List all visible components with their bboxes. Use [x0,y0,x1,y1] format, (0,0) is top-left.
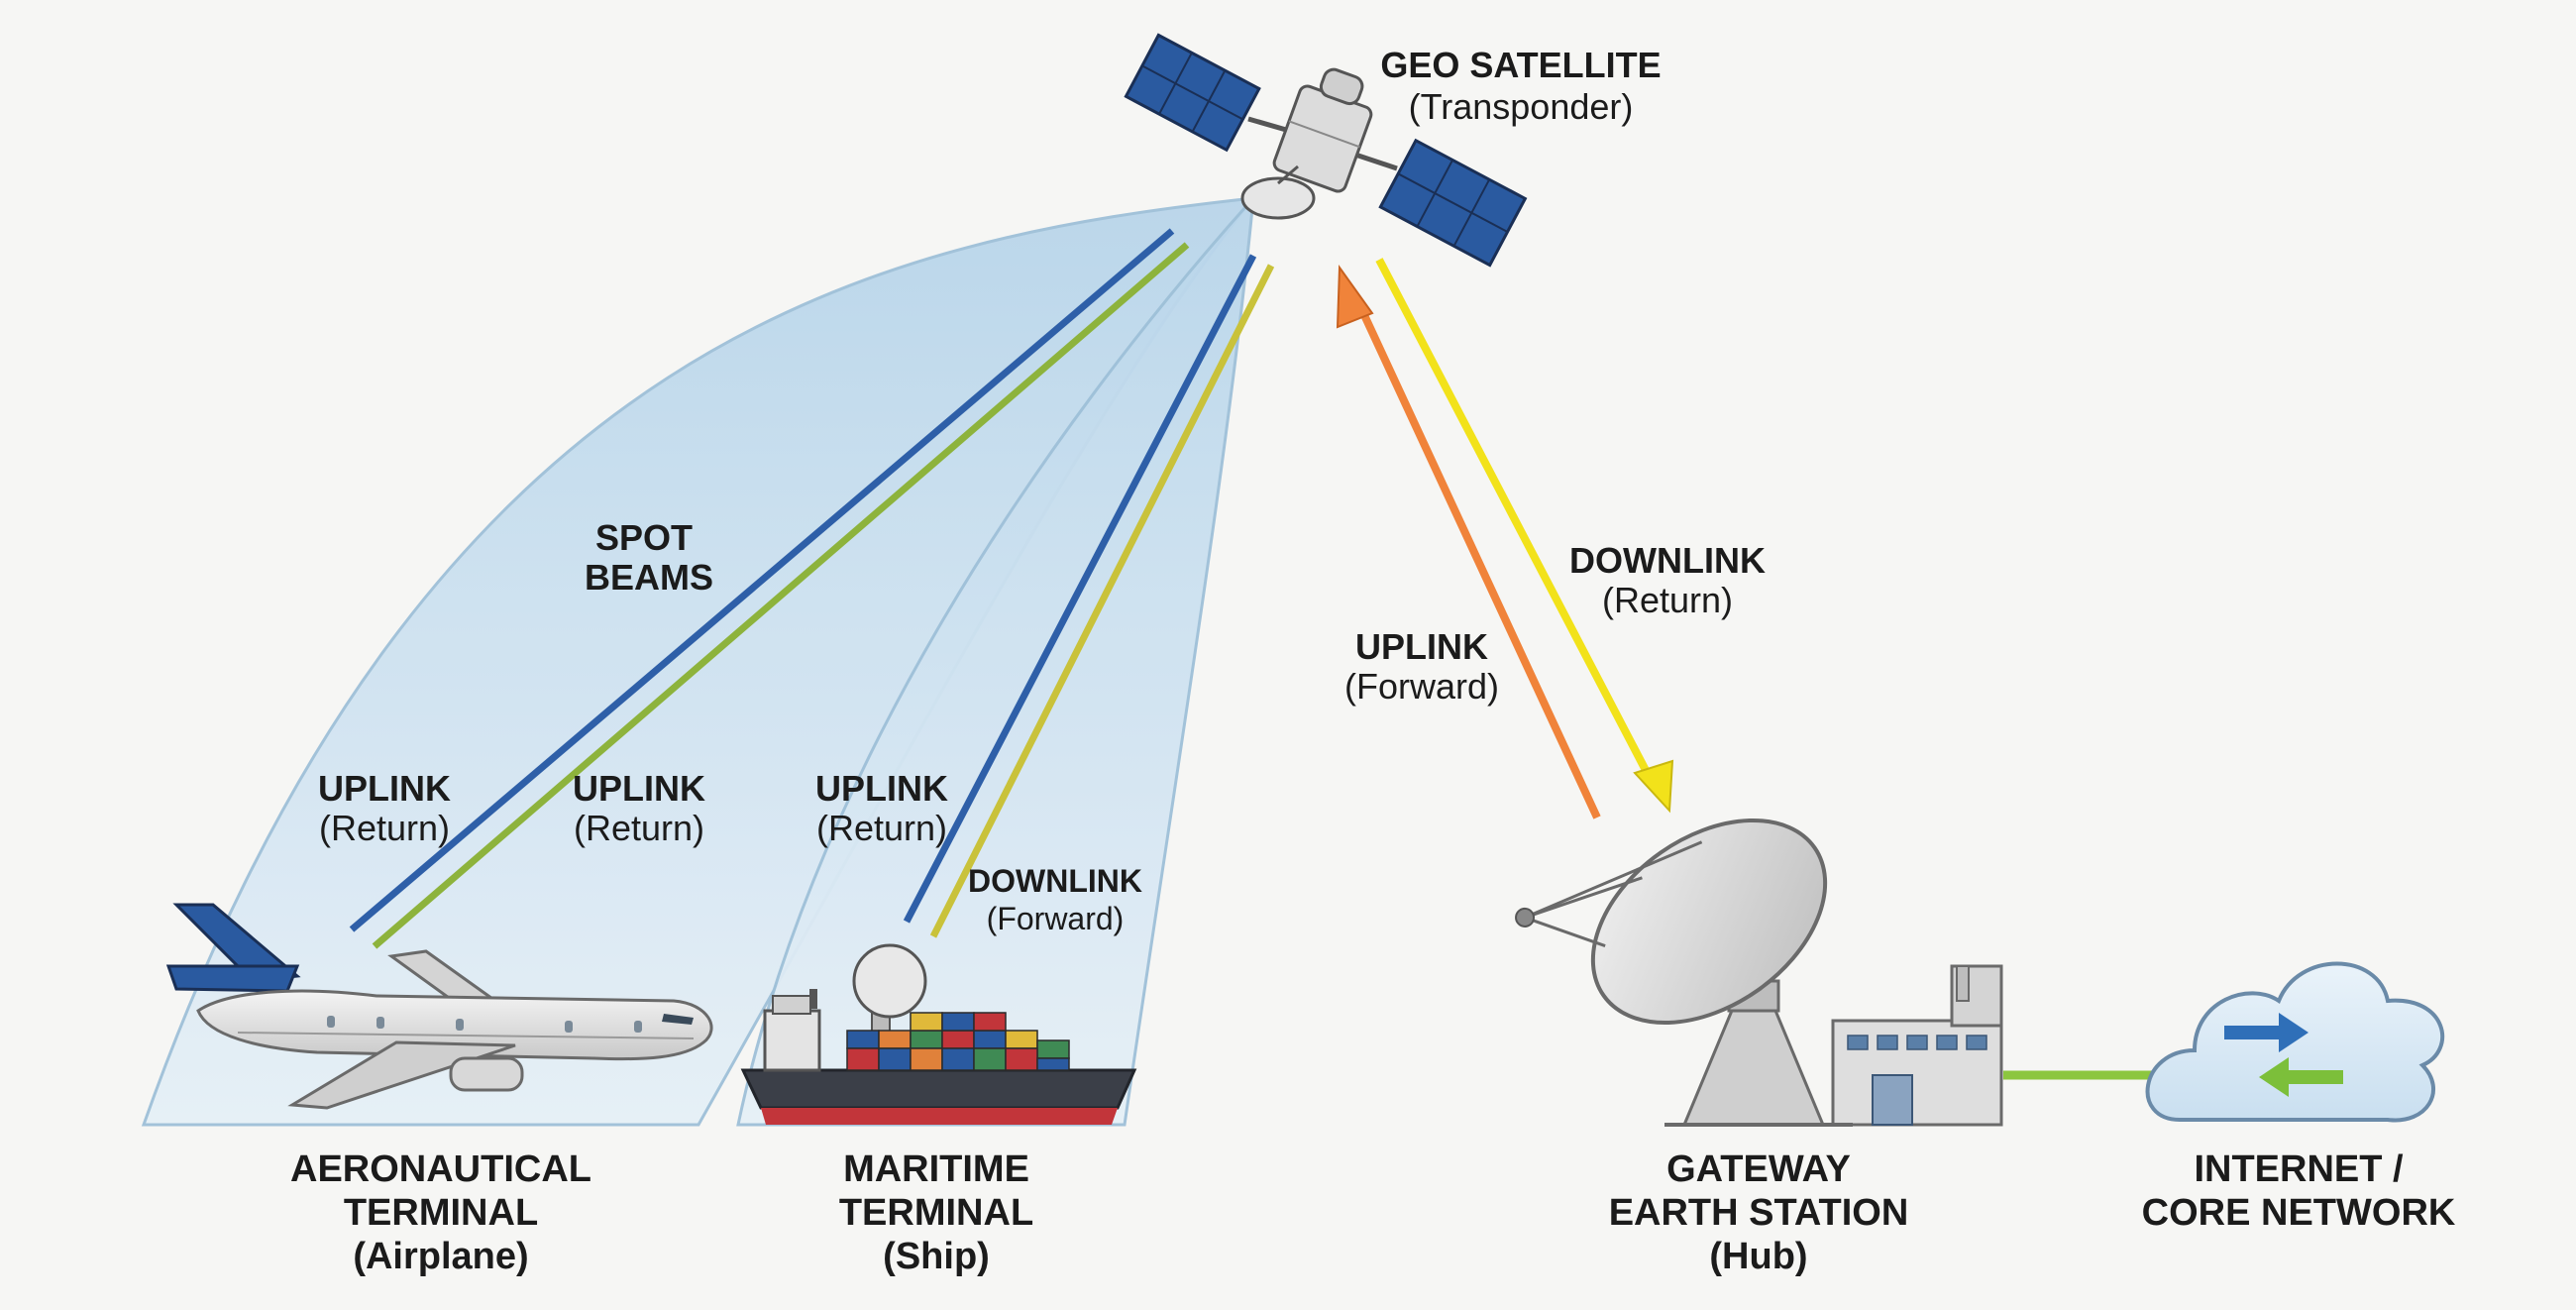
gateway-uplink-arrowhead [1336,265,1374,329]
satellite-title: GEO SATELLITE [1380,45,1661,85]
air-uplink-blue-label: UPLINK [318,768,451,809]
satellite-right-solar-panel [1378,138,1528,268]
maritime-terminal-line3: (Ship) [883,1236,990,1277]
aero-terminal-line1: AERONAUTICAL [290,1148,591,1190]
gateway-uplink-arrow-line [1354,300,1601,819]
arrow-right-icon [2224,1013,2308,1052]
satellite-left-solar-panel [1124,33,1261,153]
gateway-downlink-label: DOWNLINK [1569,540,1766,581]
satellite-bus [1272,67,1373,193]
beam-links [349,228,1275,949]
internet-line2: CORE NETWORK [2142,1192,2456,1234]
air-uplink-blue-line [349,228,1175,932]
ship-icon [740,943,1137,1125]
gateway-uplink-sub: (Forward) [1344,666,1499,707]
ship-downlink-sub: (Forward) [987,901,1125,936]
gateway-dish [1590,818,1828,1026]
internet-line1: INTERNET / [2194,1148,2404,1190]
ship-uplink-label: UPLINK [815,768,948,809]
gateway-downlink-arrow-line [1375,258,1654,780]
spot-beams [141,193,1257,1127]
gateway-line1: GATEWAY [1666,1148,1851,1190]
aero-terminal-line2: TERMINAL [344,1192,538,1234]
ship-uplink-sub: (Return) [816,808,947,848]
air-uplink-green-sub: (Return) [574,808,704,848]
gateway-links [1336,258,1674,819]
satellite-antenna-dish [1240,176,1316,220]
air-uplink-green-line [372,242,1190,949]
maritime-spot-beam [736,193,1255,1127]
gateway-line2: EARTH STATION [1609,1192,1909,1234]
gateway-earth-station [1515,818,2003,1127]
spot-beams-label-line1: SPOT [595,517,693,558]
maritime-terminal-line2: TERMINAL [839,1192,1033,1234]
satellite-subtitle: (Transponder) [1409,86,1634,127]
gateway-downlink-arrowhead [1633,759,1674,814]
ship-downlink-label: DOWNLINK [968,863,1142,899]
air-uplink-green-label: UPLINK [573,768,705,809]
maritime-terminal-line1: MARITIME [843,1148,1029,1190]
arrow-left-icon [2259,1057,2343,1097]
gateway-line3: (Hub) [1709,1236,1807,1277]
gateway-downlink-sub: (Return) [1602,580,1733,620]
ship-downlink-line [929,264,1275,938]
spot-beams-label-line2: BEAMS [585,557,713,598]
gateway-uplink-label: UPLINK [1355,626,1488,667]
aero-terminal-line3: (Airplane) [353,1236,528,1277]
ship-radome [852,943,927,1019]
geo-satellite [1124,33,1528,268]
air-uplink-blue-sub: (Return) [319,808,450,848]
ship-uplink-line [903,254,1257,924]
cloud-icon [2145,961,2445,1123]
airplane-icon [165,903,713,1110]
